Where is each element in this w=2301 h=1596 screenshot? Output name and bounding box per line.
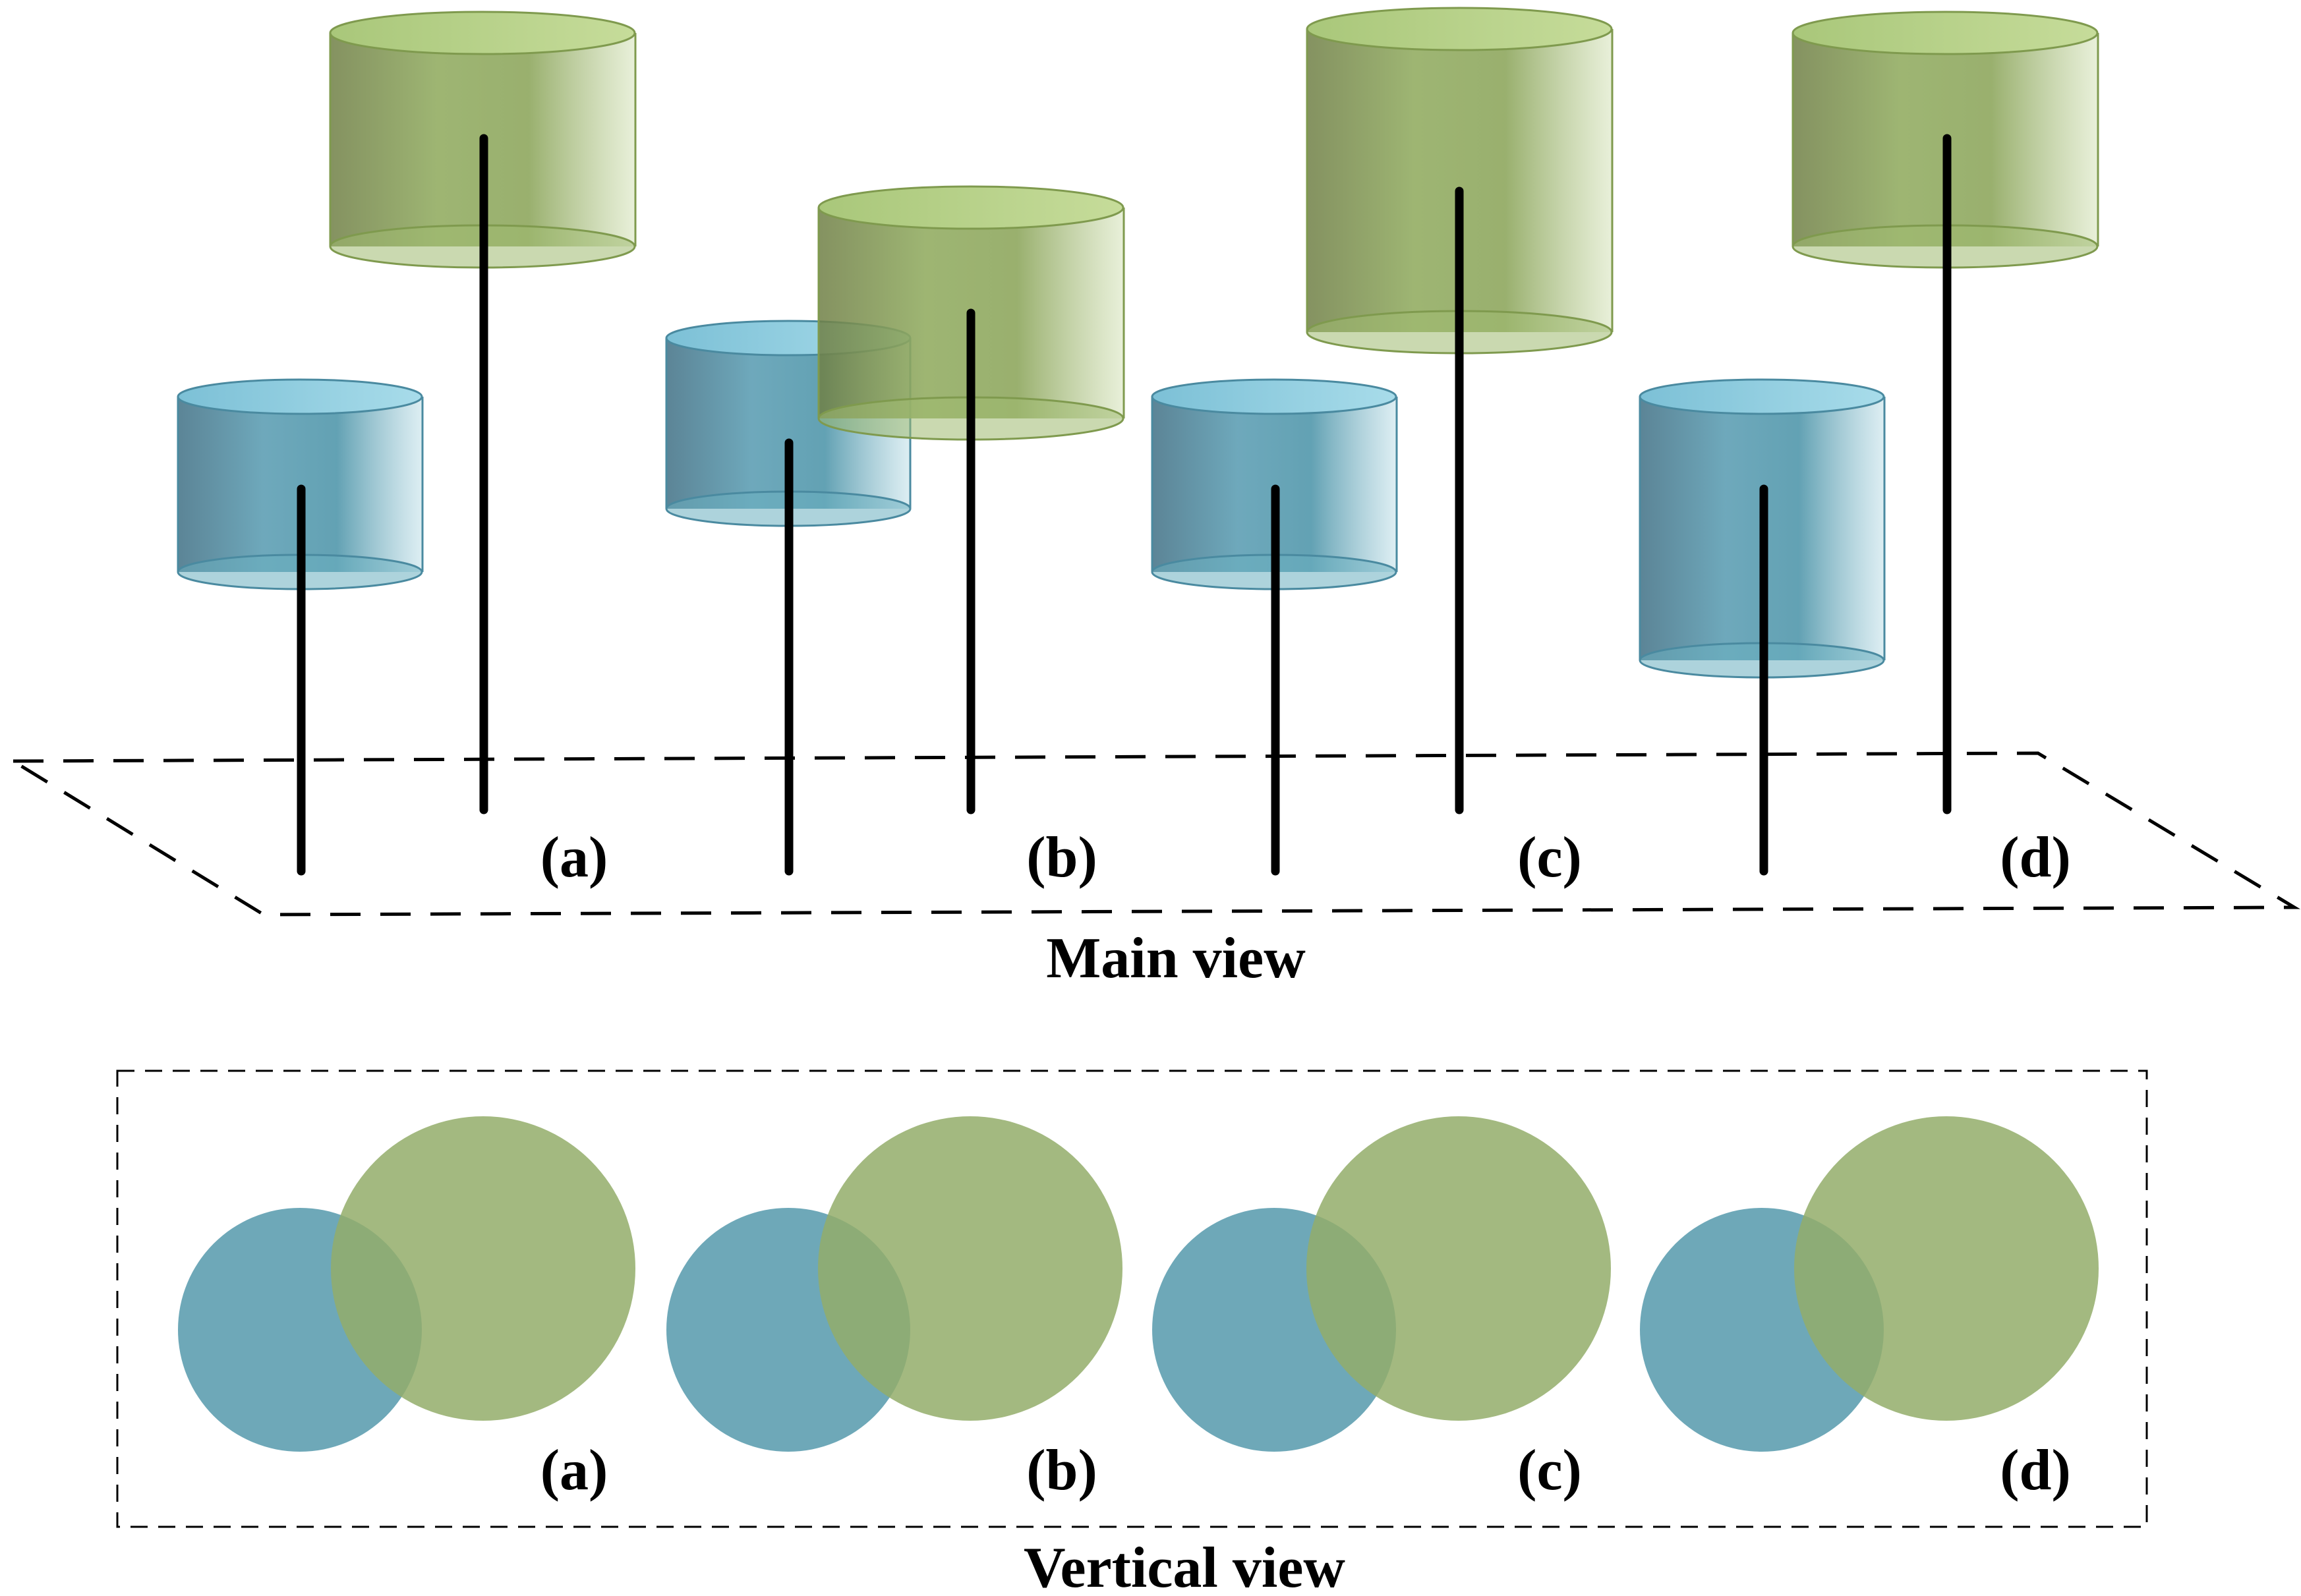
panel-b-label-main: (b) [1026, 826, 1097, 890]
panel-c-label-main: (c) [1517, 826, 1582, 890]
panel-b-vertical-view [666, 1116, 1122, 1452]
vertical-view-title: Vertical view [1024, 1536, 1345, 1596]
panel-a-label-vertical: (a) [540, 1439, 608, 1502]
main-view-title: Main view [1046, 926, 1306, 990]
panel-a-main-view [177, 11, 637, 876]
panel-d-label-main: (d) [2000, 826, 2071, 890]
panel-d-label-vertical: (d) [2000, 1439, 2071, 1502]
panel-c-label-vertical: (c) [1517, 1439, 1582, 1502]
panel-c-main-view [1151, 7, 1614, 876]
panel-c-small-cylinder [1151, 378, 1398, 590]
ground-plane-outline [7, 751, 2300, 917]
vertical-view-frame [116, 1069, 2148, 1528]
panel-a-large-circle [331, 1116, 635, 1421]
panel-d-main-view [1639, 11, 2099, 876]
panel-a-label-main: (a) [540, 826, 608, 890]
panel-c-vertical-view [1152, 1116, 1611, 1452]
panel-a-vertical-view [178, 1116, 635, 1452]
panel-d-large-circle [1794, 1116, 2099, 1421]
panel-b-large-circle [818, 1116, 1122, 1421]
panel-c-large-circle [1306, 1116, 1611, 1421]
panel-b-main-view [665, 185, 1125, 876]
panel-b-label-vertical: (b) [1026, 1439, 1097, 1502]
panel-d-vertical-view [1640, 1116, 2099, 1452]
